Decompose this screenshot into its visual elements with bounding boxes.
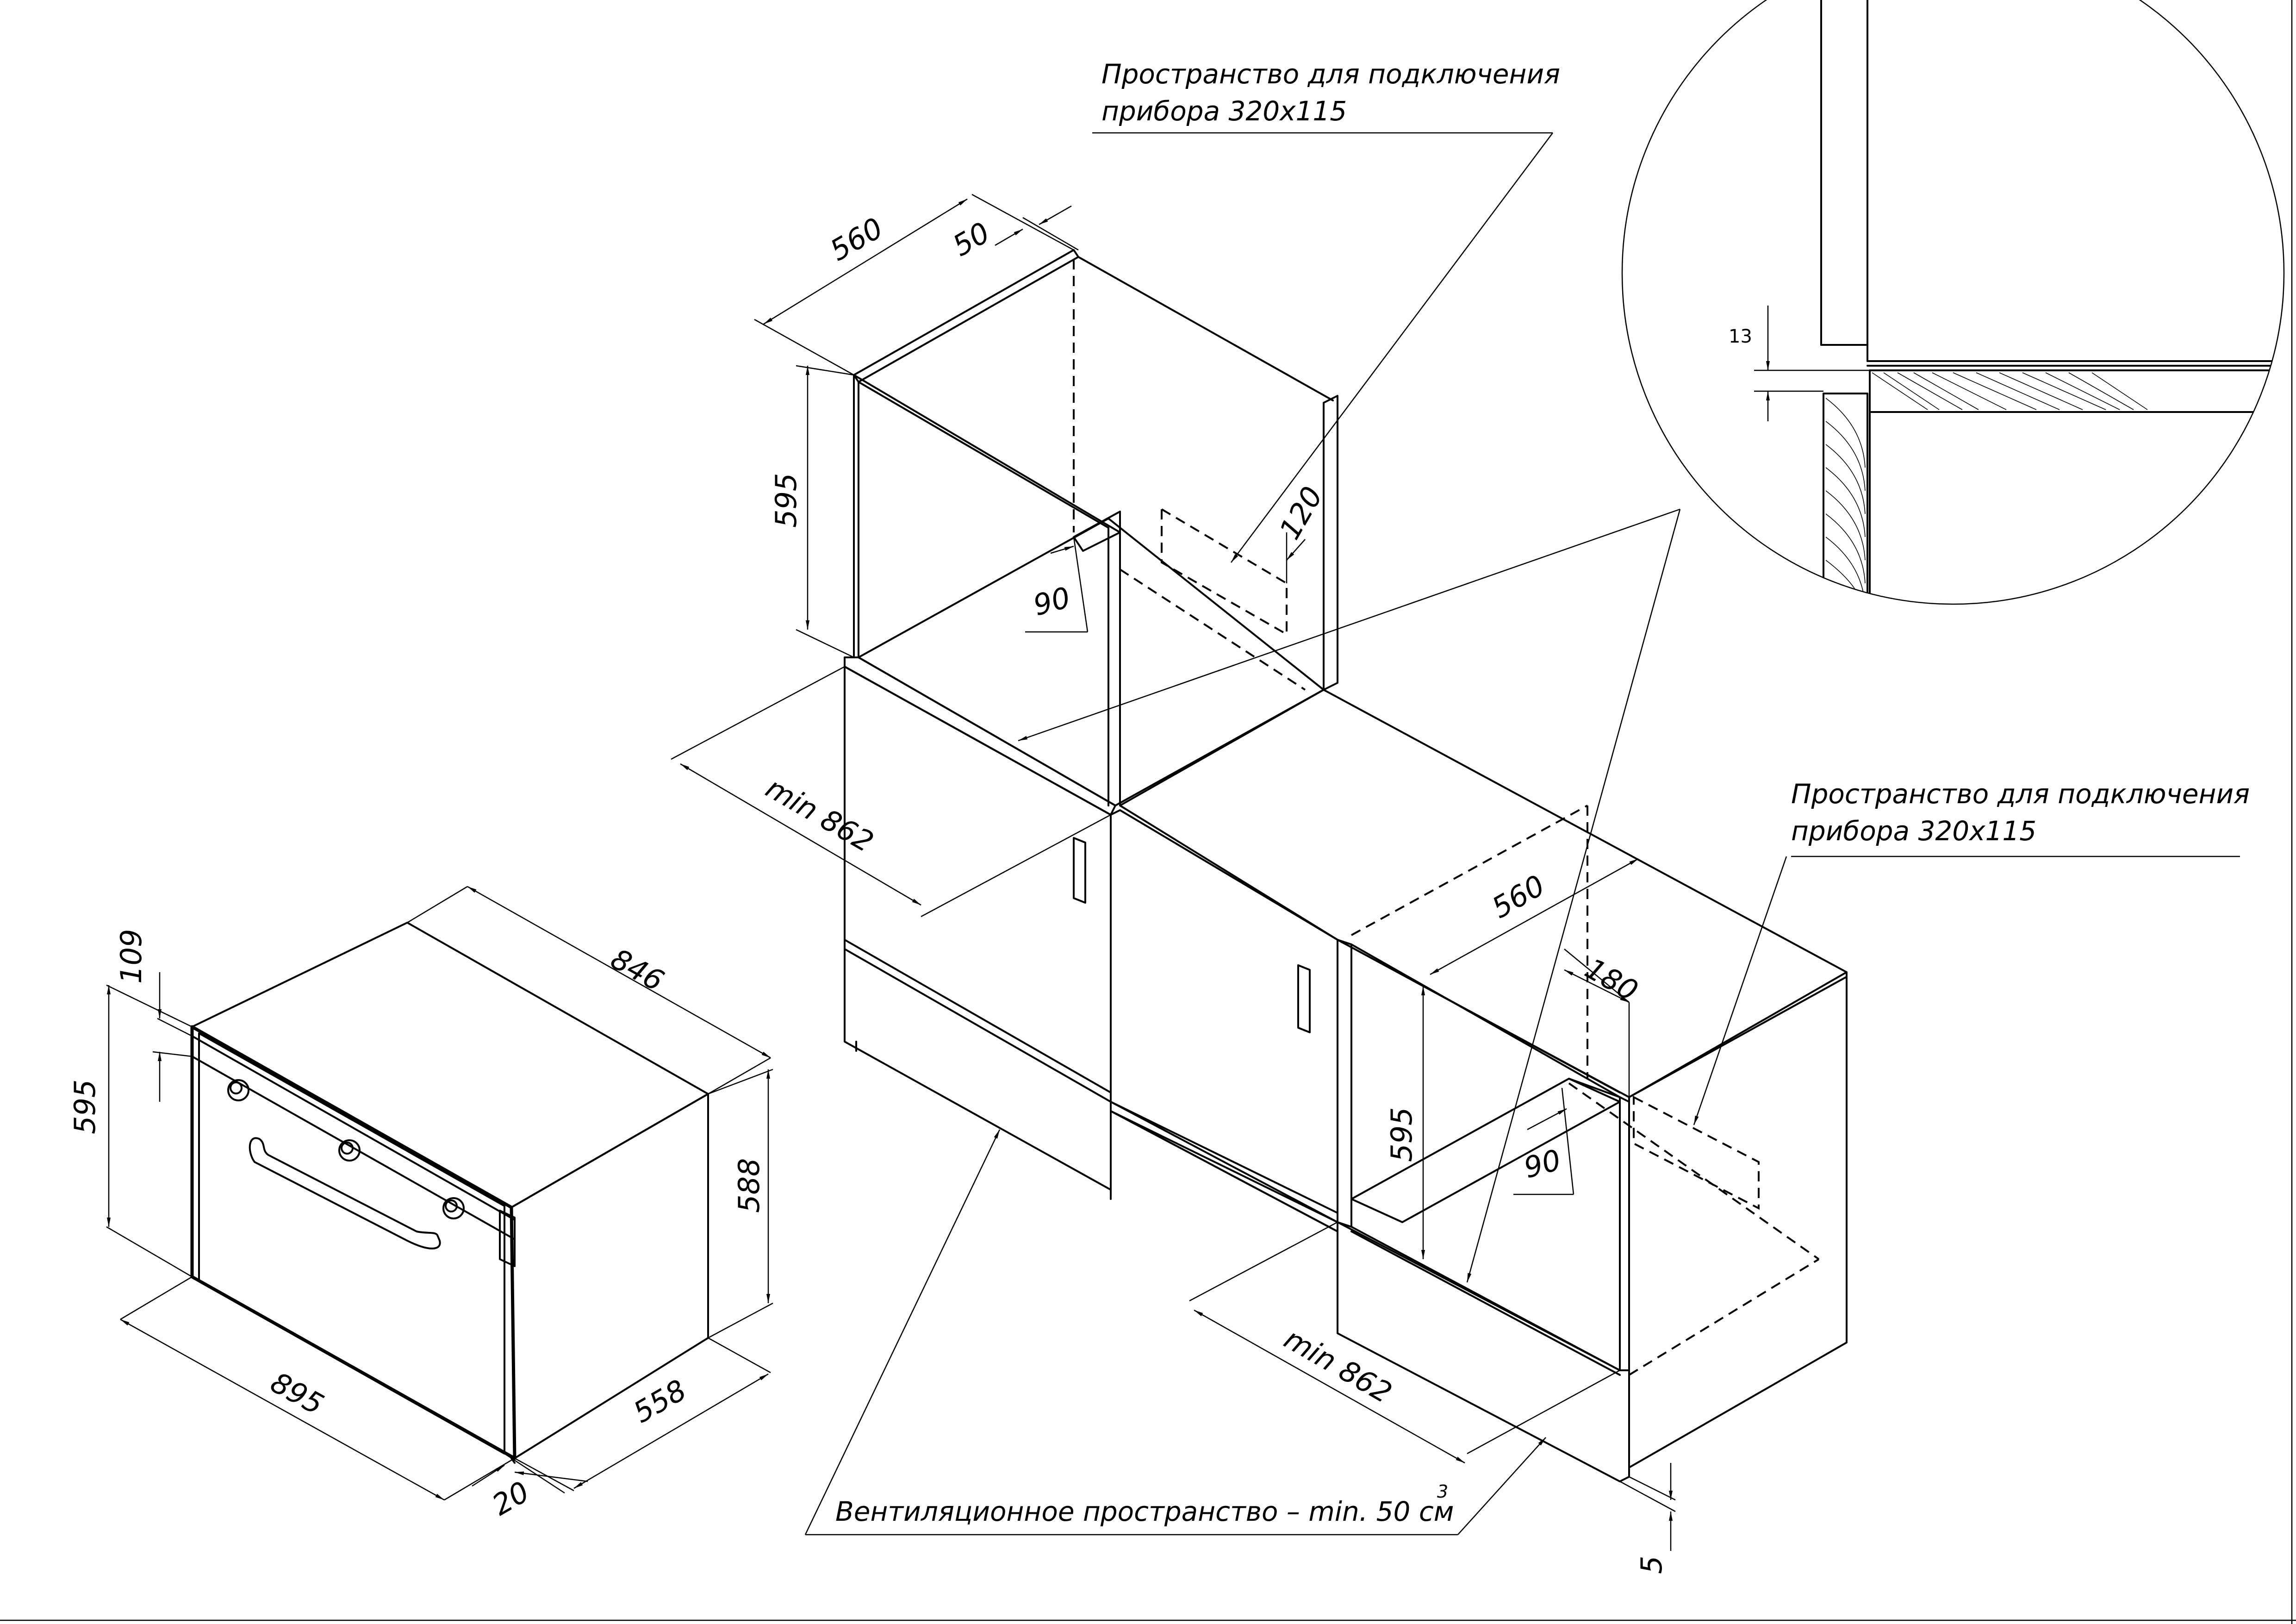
dim-lower-niche-width: min 862	[1279, 1322, 1398, 1410]
dim-upper-height: 595	[769, 473, 803, 528]
knob-icon	[338, 1139, 361, 1162]
annotation-ventilation: Вентиляционное пространство – min. 50 см…	[835, 1481, 1454, 1527]
upper-base-cabinet	[844, 656, 1116, 1191]
knob-icon	[442, 1197, 465, 1219]
dim-detail-gap: 13	[1729, 326, 1752, 347]
annotation-connection-right: Пространство для подключения прибора 320…	[1791, 778, 2250, 847]
dim-upper-cutout: 120	[1273, 481, 1329, 545]
upper-cabinet-dimensions: 560 50 595 120 90 min 862	[671, 194, 1329, 918]
oven-drawing	[190, 922, 709, 1464]
note-ventilation-superscript: 3	[1437, 1481, 1448, 1502]
dim-upper-depth: 560	[824, 211, 889, 268]
detail-view: 13	[1621, 0, 2285, 605]
note-connection-top-line2: прибора 320x115	[1101, 95, 1347, 127]
dim-oven-front-thickness: 20	[486, 1474, 535, 1522]
wood-grain-hatch	[1872, 372, 2148, 410]
dim-oven-depth: 846	[605, 942, 670, 998]
wood-grain-hatch	[1825, 398, 1866, 604]
leader-lines	[804, 132, 2240, 1536]
dim-lower-depth: 560	[1486, 868, 1550, 925]
lower-cabinet-dimensions: 560 180 595 90 min 862 5	[1189, 858, 1676, 1574]
dim-oven-total-height: 595	[68, 1080, 102, 1134]
dim-lower-cutout: 180	[1580, 951, 1644, 1008]
knob-icon	[227, 1079, 249, 1101]
note-ventilation: Вентиляционное пространство – min. 50 см	[835, 1496, 1454, 1527]
door-handle	[1073, 837, 1086, 904]
note-connection-right-line2: прибора 320x115	[1791, 815, 2036, 847]
annotation-connection-top: Пространство для подключения прибора 320…	[1101, 58, 1560, 127]
dim-upper-wall-gap: 90	[1030, 581, 1074, 623]
door-handle	[1297, 964, 1311, 1033]
note-connection-top-line1: Пространство для подключения	[1101, 58, 1560, 90]
note-connection-right-line1: Пространство для подключения	[1791, 778, 2250, 810]
dim-oven-body-height: 588	[732, 1158, 766, 1213]
dim-oven-width: 895	[265, 1365, 330, 1421]
dim-bottom-gap: 5	[1635, 1556, 1668, 1574]
oven-handle	[249, 1137, 441, 1249]
dim-oven-panel-height: 109	[114, 929, 148, 984]
dim-lower-height: 595	[1385, 1107, 1419, 1162]
dim-upper-offset: 50	[947, 215, 996, 263]
oven-dimensions: 846 895 595 109 588 558 20	[68, 886, 773, 1522]
dim-lower-wall-gap: 90	[1520, 1143, 1564, 1185]
